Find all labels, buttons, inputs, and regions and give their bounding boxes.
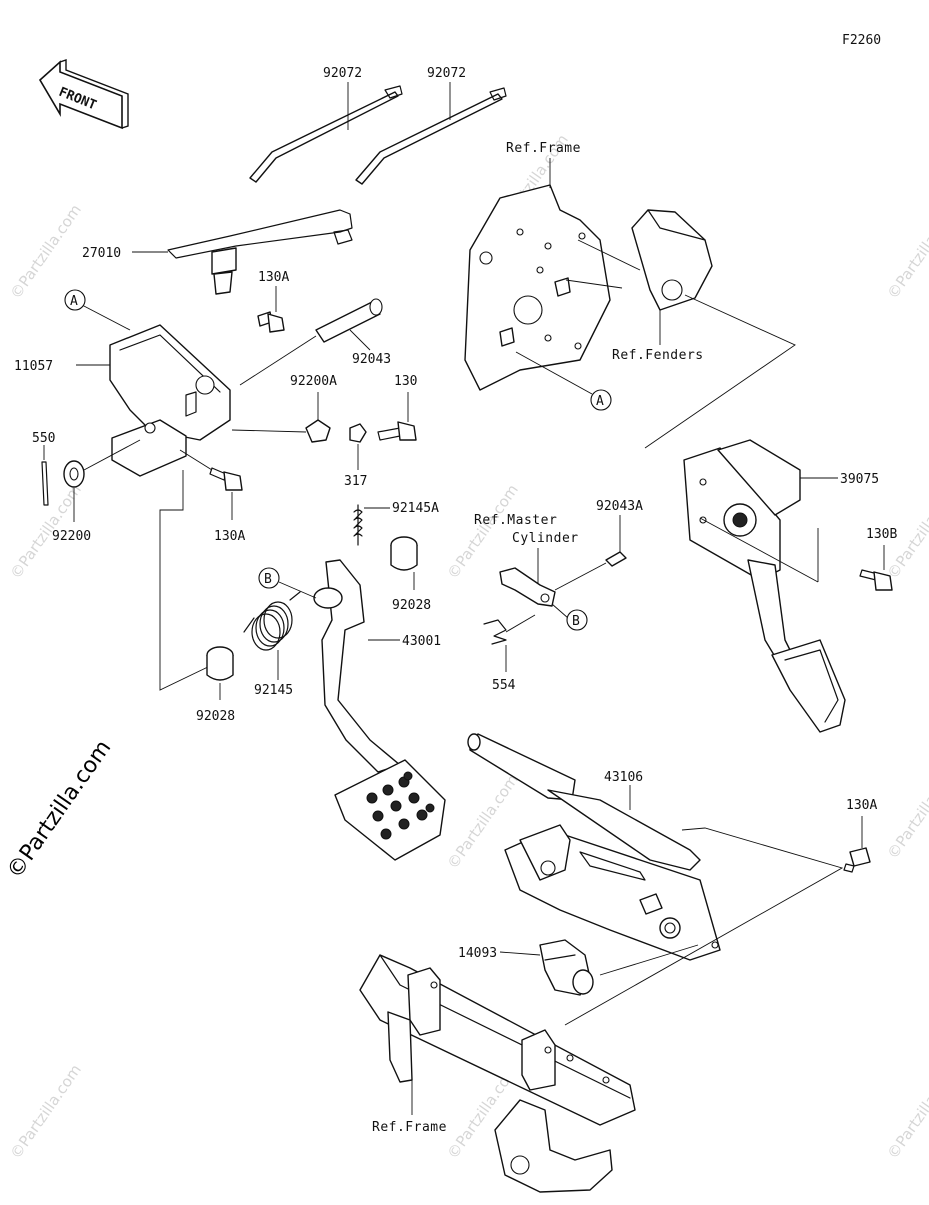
brake-pedal-43001 bbox=[313, 559, 446, 861]
label-14093: 14093 bbox=[458, 946, 497, 961]
label-92072-b: 92072 bbox=[427, 66, 466, 81]
switch-14093 bbox=[539, 939, 594, 996]
watermark-4: ©Partzilla.com bbox=[444, 481, 522, 582]
switch-27010 bbox=[167, 209, 353, 295]
front-arrow-icon: FRONT bbox=[38, 59, 129, 130]
label-43001: 43001 bbox=[402, 634, 441, 649]
frame-crossmember-bottom bbox=[359, 954, 636, 1193]
cable-tie-92072-a bbox=[249, 85, 403, 183]
bracket-11057 bbox=[109, 324, 231, 477]
label-39075: 39075 bbox=[840, 472, 879, 487]
label-43106: 43106 bbox=[604, 770, 643, 785]
label-130A-mid: 130A bbox=[214, 529, 245, 544]
label-92028-a: 92028 bbox=[392, 598, 431, 613]
label-130A-top: 130A bbox=[258, 270, 289, 285]
ref-frame-bottom: Ref.Frame bbox=[372, 1120, 447, 1135]
watermark-1: ©Partzilla.com bbox=[7, 201, 85, 302]
callout-b-right-text: B bbox=[572, 614, 580, 629]
bushing-92028-b bbox=[206, 646, 234, 681]
clevis-master-cylinder bbox=[499, 567, 556, 607]
watermark-7: ©Partzilla.com bbox=[884, 761, 929, 862]
label-92043: 92043 bbox=[352, 352, 391, 367]
label-317: 317 bbox=[344, 474, 367, 489]
label-92200A: 92200A bbox=[290, 374, 337, 389]
bolt-130A-right bbox=[843, 847, 871, 873]
callout-b-left bbox=[258, 567, 280, 589]
parking-lever-43106 bbox=[467, 733, 721, 961]
label-550: 550 bbox=[32, 431, 55, 446]
bolt-130 bbox=[377, 421, 417, 441]
diagram-code: F2260 bbox=[842, 33, 881, 48]
watermark-2: ©Partzilla.com bbox=[884, 201, 929, 302]
clip-554 bbox=[483, 619, 507, 645]
label-11057: 11057 bbox=[14, 359, 53, 374]
callout-a-right bbox=[590, 389, 612, 411]
washer-92200 bbox=[63, 460, 85, 488]
label-130: 130 bbox=[394, 374, 417, 389]
label-27010: 27010 bbox=[82, 246, 121, 261]
watermark-large: ©Partzilla.com bbox=[2, 736, 116, 884]
label-92028-b: 92028 bbox=[196, 709, 235, 724]
callout-a-left bbox=[64, 289, 86, 311]
fender-bracket bbox=[631, 209, 713, 311]
frame-panel-top bbox=[464, 184, 611, 391]
label-92145A: 92145A bbox=[392, 501, 439, 516]
callout-b-right bbox=[566, 609, 588, 631]
pin-92043A bbox=[554, 551, 627, 591]
watermark-10: ©Partzilla.com bbox=[884, 1061, 929, 1162]
callout-a-left-text: A bbox=[70, 294, 78, 309]
bolt-130A-top bbox=[257, 311, 285, 333]
ref-fenders: Ref.Fenders bbox=[612, 348, 704, 363]
label-554: 554 bbox=[492, 678, 516, 693]
label-130A-right: 130A bbox=[846, 798, 877, 813]
cotter-pin-550 bbox=[41, 461, 49, 506]
spring-92145 bbox=[243, 591, 301, 651]
accelerator-pedal-39075 bbox=[683, 439, 846, 733]
label-92200: 92200 bbox=[52, 529, 91, 544]
label-130B: 130B bbox=[866, 527, 897, 542]
pin-92043 bbox=[315, 298, 383, 343]
bolt-130B bbox=[859, 569, 893, 591]
label-92043A: 92043A bbox=[596, 499, 643, 514]
label-92072-a: 92072 bbox=[323, 66, 362, 81]
callout-b-left-text: B bbox=[264, 572, 272, 587]
spring-92145A bbox=[353, 504, 363, 546]
bushing-92028-a bbox=[390, 536, 418, 571]
cable-tie-92072-b bbox=[355, 87, 507, 185]
clip-92200A bbox=[305, 419, 331, 443]
callout-a-right-text: A bbox=[596, 394, 604, 409]
nut-317 bbox=[349, 423, 367, 443]
ref-frame-top: Ref.Frame bbox=[506, 141, 581, 156]
watermark-8: ©Partzilla.com bbox=[7, 1061, 85, 1162]
bolt-130A-mid bbox=[209, 467, 243, 491]
ref-master-line-1: Ref.Master bbox=[474, 513, 557, 528]
ref-master-line-2: Cylinder bbox=[512, 531, 579, 546]
label-92145: 92145 bbox=[254, 683, 293, 698]
